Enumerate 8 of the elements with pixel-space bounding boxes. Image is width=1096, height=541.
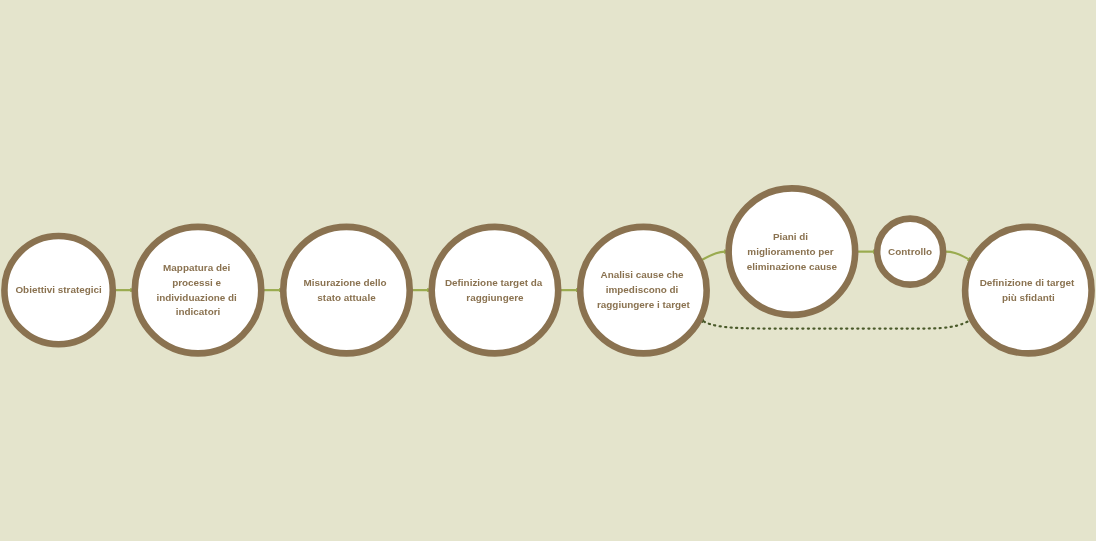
node-circle: Piani di miglioramento per eliminazione cause (725, 184, 859, 318)
node-circle: Definizione di target più sfidanti (961, 223, 1095, 357)
node-circle: Misurazione dello stato attuale (279, 223, 414, 357)
node-circle: Analisi cause che impediscono di raggiungere i target (576, 223, 710, 357)
node-circle: Controllo (873, 214, 947, 288)
node-circle: Definizione target da raggiungere (428, 223, 562, 357)
node-circle: Obiettivi strategici (1, 232, 117, 348)
node-circle: Mappatura dei processi e individuazione di indicatori (131, 223, 265, 357)
